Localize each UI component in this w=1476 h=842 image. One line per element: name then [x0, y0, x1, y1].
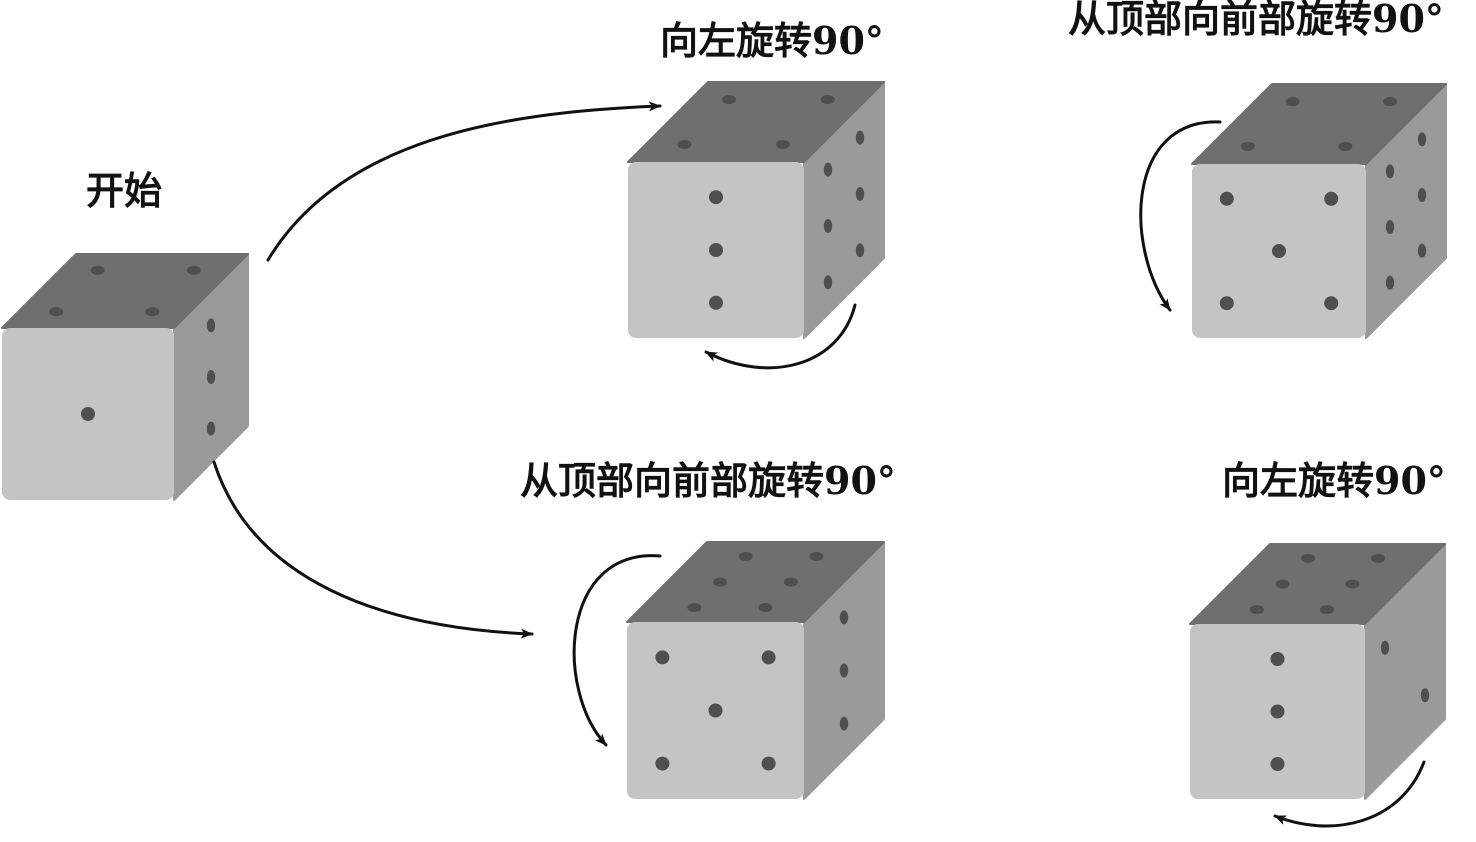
arrow-start-to-rotated-left	[266, 101, 662, 262]
top-pip	[1285, 97, 1300, 107]
top-pip	[1319, 605, 1334, 615]
right-pip	[855, 187, 865, 201]
arrow-tip-forward-indicator-top	[1139, 120, 1222, 312]
top-pip	[145, 307, 160, 317]
die-rotated-left	[627, 81, 885, 339]
right-pip	[855, 243, 865, 258]
right-pip	[1385, 164, 1395, 179]
front-pip	[761, 756, 776, 771]
label-start: 开始	[86, 168, 163, 213]
right-pip	[1385, 220, 1395, 234]
label-tip-forward-bottom: 从顶部向前部旋转90°	[520, 458, 896, 503]
label-rotate-left-top: 向左旋转90°	[660, 18, 884, 63]
right-pip	[823, 162, 833, 177]
top-pip	[758, 603, 773, 613]
front-pip	[708, 703, 723, 718]
front-pip	[1324, 191, 1339, 206]
top-pip	[1345, 579, 1360, 589]
right-pip	[206, 370, 216, 384]
right-pip	[206, 421, 216, 436]
right-pip	[1380, 640, 1390, 655]
top-pip	[738, 551, 753, 561]
arrow-rotate-left-indicator	[704, 303, 857, 370]
front-pip	[1272, 244, 1286, 258]
top-pip	[677, 139, 692, 149]
front-pip	[1270, 704, 1285, 719]
front-pip	[761, 650, 776, 665]
right-pip	[855, 130, 865, 145]
top-pip	[687, 603, 702, 613]
top-pip	[713, 577, 728, 587]
right-pip	[823, 275, 833, 290]
right-pip	[1417, 243, 1427, 258]
right-pip	[1420, 688, 1430, 703]
top-pip	[1275, 579, 1290, 589]
front-pip	[709, 295, 723, 310]
front-pip	[1270, 757, 1285, 771]
front-pip	[1324, 296, 1339, 311]
top-pip	[1249, 605, 1264, 615]
label-rotate-left-bottom: 向左旋转90°	[1222, 458, 1446, 503]
top-pip	[49, 307, 64, 317]
die-start	[1, 253, 249, 501]
right-pip	[823, 219, 833, 233]
top-pip	[820, 95, 835, 105]
top-pip	[90, 265, 105, 275]
top-pip	[783, 577, 798, 587]
right-pip	[839, 663, 849, 678]
top-pip	[1383, 97, 1398, 107]
top-pip	[186, 265, 201, 275]
arrow-start-to-tipped-forward	[212, 460, 534, 639]
right-pip	[206, 318, 216, 333]
right-pip	[1417, 188, 1427, 202]
front-pip	[81, 407, 95, 421]
front-pip	[709, 243, 723, 257]
top-pip	[1301, 553, 1316, 563]
die-rotated-left-then-forward	[1191, 83, 1447, 339]
front-pip	[709, 190, 723, 205]
arrow-tip-forward-indicator-bottom	[572, 554, 662, 747]
front-pip	[1270, 652, 1285, 666]
right-pip	[839, 716, 849, 731]
top-pip	[775, 139, 790, 149]
right-pip	[1417, 132, 1427, 147]
front-pip	[1219, 296, 1234, 311]
top-pip	[1371, 553, 1386, 563]
front-pip	[1219, 191, 1234, 206]
front-pip	[655, 650, 670, 665]
label-tip-forward-top: 从顶部向前部旋转90°	[1068, 0, 1444, 41]
arrow-rotate-left-indicator-bottom	[1273, 760, 1426, 828]
top-pip	[1338, 141, 1353, 151]
die-tipped-forward	[626, 541, 885, 800]
front-pip	[655, 756, 670, 771]
right-pip	[839, 610, 849, 625]
top-pip	[722, 95, 737, 105]
top-pip	[1240, 141, 1255, 151]
die-tipped-forward-then-left	[1189, 543, 1446, 800]
right-pip	[1385, 275, 1395, 290]
top-pip	[809, 551, 824, 561]
